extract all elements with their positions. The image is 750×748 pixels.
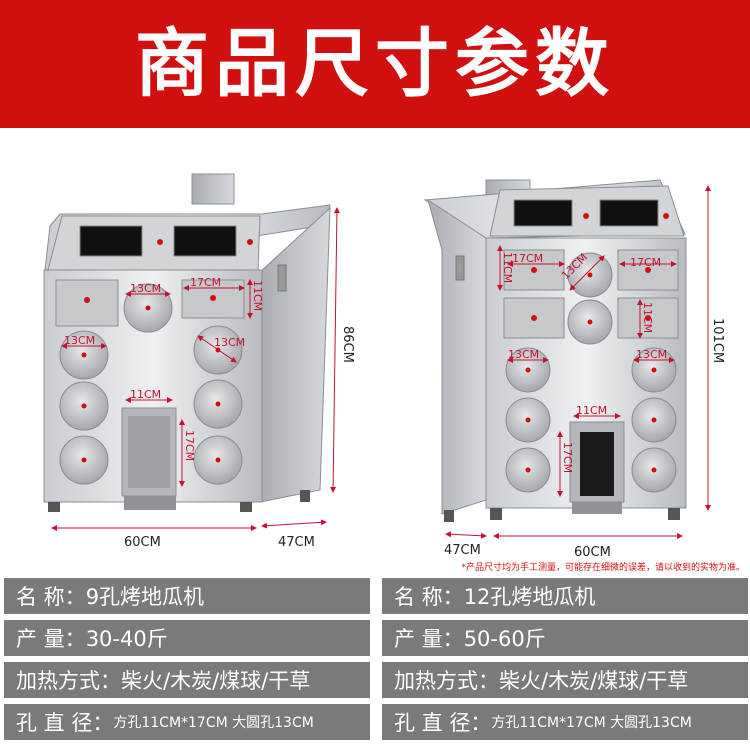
left-hole-round-1-label: 13CM (130, 282, 161, 295)
measurement-note: *产品尺寸均为手工测量，可能存在细微的误差，请以收到的实物为准。 (461, 563, 745, 573)
spec-row-name: 名 称： 12孔烤地瓜机 (382, 578, 748, 614)
left-width-label: 60CM (124, 535, 161, 550)
right-hole-round-1-label: 13CM (508, 348, 539, 361)
spec-row-heating: 加热方式： 柴火/木炭/煤球/干草 (4, 662, 370, 698)
spec-label: 名 称： (394, 585, 464, 609)
right-hole-square-w-1-label: 17CM (512, 252, 543, 265)
spec-label: 孔 直 径： (394, 711, 492, 735)
right-hole-square-w-2-label: 17CM (630, 256, 661, 269)
right-hole-square-h-2-label: 11CM (641, 302, 654, 333)
left-fire-h-label: 17CM (183, 430, 196, 461)
right-hole-round-2-label: 13CM (636, 348, 667, 361)
spec-label: 孔 直 径： (16, 711, 114, 735)
spec-value: 50-60斤 (463, 627, 546, 651)
spec-value: 9孔烤地瓜机 (85, 585, 205, 609)
left-hole-round-3-label: 13CM (214, 336, 245, 349)
right-depth-label: 47CM (444, 543, 481, 558)
left-hole-square-w-label: 17CM (190, 276, 221, 289)
spec-table: 名 称： 9孔烤地瓜机 产 量： 30-40斤 加热方式： 柴火/木炭/煤球/干… (0, 578, 750, 748)
spec-label: 名 称： (16, 585, 86, 609)
machine-right: 47CM 60CM 101CM 11CM 17CM 17CM 13CM 11CM… (423, 179, 725, 560)
right-width-label: 60CM (574, 545, 611, 560)
spec-row-output: 产 量： 50-60斤 (382, 620, 748, 656)
left-fire-w-label: 11CM (130, 388, 161, 401)
machine-left: 60CM 47CM 86CM 13CM 17CM 11CM 13CM 13CM … (43, 173, 355, 550)
left-hole-round-2-label: 13CM (64, 334, 95, 347)
right-hole-square-h-1-label: 11CM (501, 252, 514, 283)
product-images: 60CM 47CM 86CM 13CM 17CM 11CM 13CM 13CM … (0, 130, 750, 570)
spec-label: 加热方式： (394, 669, 499, 693)
spec-value: 柴火/木炭/煤球/干草 (499, 669, 689, 693)
spec-label: 产 量： (394, 627, 464, 651)
left-hole-square-h-label: 11CM (251, 280, 264, 311)
spec-value: 柴火/木炭/煤球/干草 (121, 669, 311, 693)
spec-label: 加热方式： (16, 669, 121, 693)
title-banner: 商品尺寸参数 (0, 0, 750, 128)
page-title: 商品尺寸参数 (135, 21, 615, 107)
spec-value: 12孔烤地瓜机 (463, 585, 596, 609)
spec-row-hole-diameter: 孔 直 径： 方孔11CM*17CM 大圆孔13CM (4, 704, 370, 740)
right-fire-h-label: 17CM (561, 442, 574, 473)
spec-row-heating: 加热方式： 柴火/木炭/煤球/干草 (382, 662, 748, 698)
spec-row-name: 名 称： 9孔烤地瓜机 (4, 578, 370, 614)
left-depth-label: 47CM (278, 535, 315, 550)
left-height-label: 86CM (340, 326, 355, 363)
spec-row-output: 产 量： 30-40斤 (4, 620, 370, 656)
spec-column-right: 名 称： 12孔烤地瓜机 产 量： 50-60斤 加热方式： 柴火/木炭/煤球/… (382, 578, 748, 746)
spec-value: 方孔11CM*17CM 大圆孔13CM (491, 715, 692, 731)
right-height-label: 101CM (710, 318, 725, 363)
spec-value: 30-40斤 (85, 627, 168, 651)
spec-column-left: 名 称： 9孔烤地瓜机 产 量： 30-40斤 加热方式： 柴火/木炭/煤球/干… (4, 578, 370, 746)
product-illustration: 60CM 47CM 86CM 13CM 17CM 11CM 13CM 13CM … (43, 173, 725, 560)
spec-value: 方孔11CM*17CM 大圆孔13CM (113, 715, 314, 731)
spec-row-hole-diameter: 孔 直 径： 方孔11CM*17CM 大圆孔13CM (382, 704, 748, 740)
right-fire-w-label: 11CM (576, 404, 607, 417)
spec-label: 产 量： (16, 627, 86, 651)
